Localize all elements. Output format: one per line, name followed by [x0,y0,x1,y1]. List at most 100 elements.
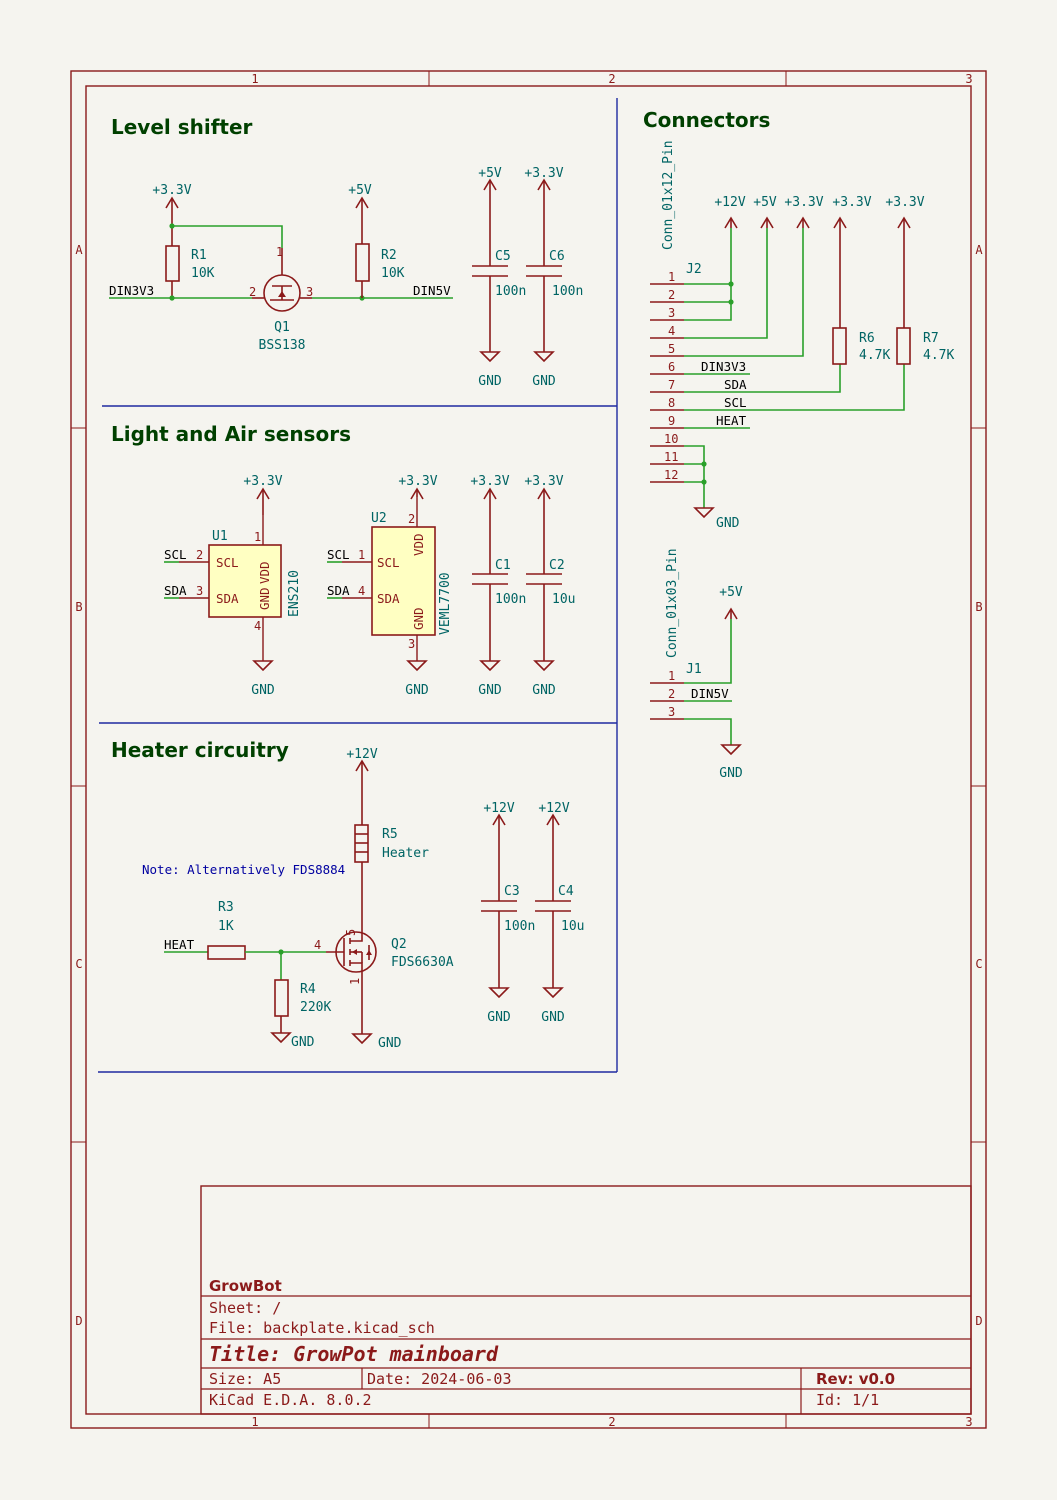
power-symbol-3v3: +3.3V [152,183,192,246]
value-label: 10u [561,919,584,934]
pin-name: GND [257,587,272,610]
resistor-r2: R2 10K [355,243,405,298]
title-block-company: GrowBot [209,1277,282,1295]
power-label: +5V [478,166,502,181]
title-block-title: Title: GrowPot mainboard [209,1342,499,1366]
pin-name: VDD [257,561,272,584]
frame-row-label: B [975,600,982,614]
net-label-din3v3: DIN3V3 [109,283,154,298]
title-block: GrowBot Sheet: / File: backplate.kicad_s… [200,1185,972,1415]
resistor-r1: R1 10K [165,245,215,298]
pin-name: SDA [377,591,400,606]
net-label-scl: SCL [327,547,350,562]
frame-col-label: 2 [608,1415,615,1429]
ic-u1: U1 ENS210 SCL SDA VDD GND 2 3 1 4 [179,515,302,661]
pin-number: 2 [408,512,415,526]
value-label: 100n [504,919,535,934]
frame-row-label: A [75,243,83,257]
frame-col-label: 1 [251,1415,258,1429]
pin-number: 5 [668,342,675,356]
power-label: +3.3V [152,183,191,198]
value-label: 10K [191,266,215,281]
frame-row-label: D [975,1314,982,1328]
ground-symbol: GND [693,507,740,531]
frame-col-label: 1 [251,72,258,86]
pin-number: 5 [344,929,358,936]
title-block-file: File: backplate.kicad_sch [209,1319,435,1337]
ref-label: R4 [300,982,316,997]
pin-number: 1 [254,530,261,544]
connector-j1-pins: 1 2 3 [650,669,684,720]
pin-number: 3 [306,285,313,299]
power-label: GND [532,683,556,698]
ground-symbol: GND [251,660,275,698]
resistor-r3: R3 1K [207,900,246,960]
pin-name: SDA [216,591,239,606]
power-symbol-5v: +5V [753,195,777,229]
resistor-r7: +3.3V R7 4.7K [885,195,954,365]
pin-number: 2 [668,687,675,701]
connector-j2-pins: 1 2 3 4 5 6 7 8 9 10 11 12 [650,270,684,483]
power-symbol-3v3: +3.3V [243,474,283,515]
pin-name: VDD [411,533,426,556]
capacitor-c4: +12V GND C4 10u [535,801,584,1025]
power-label: +3.3V [470,474,509,489]
pin-name: SCL [216,555,239,570]
value-label: 10K [381,266,405,281]
ref-label: R2 [381,248,397,263]
power-label: +3.3V [832,195,871,210]
value-label: 220K [300,1000,331,1015]
ref-label: C5 [495,249,511,264]
net-label-din5v: DIN5V [413,283,451,298]
power-label: +5V [348,183,372,198]
ref-label: R3 [218,900,234,915]
capacitor-c5: +5V GND C5 100n [472,166,526,389]
power-label: GND [532,374,556,389]
pin-number: 3 [196,584,203,598]
power-label: +3.3V [243,474,282,489]
value-label: FDS6630A [391,955,454,970]
ref-label: R6 [859,331,875,346]
power-label: GND [487,1010,511,1025]
pin-name: SCL [377,555,400,570]
value-label: 100n [552,284,583,299]
frame-col-label: 2 [608,72,615,86]
ref-label: R5 [382,827,398,842]
pin-number: 8 [668,396,675,410]
power-label: +12V [483,801,514,816]
pin-number: 3 [408,637,415,651]
ref-label: J1 [686,662,702,677]
ref-label: R7 [923,331,939,346]
title-block-sheet: Sheet: / [209,1299,281,1317]
power-label: GND [378,1036,402,1051]
pin-number: 2 [249,285,256,299]
mosfet-q2: 5 1 4 Q2 FDS6630A [314,925,454,985]
section-separators [98,98,618,1073]
pin-number: 7 [668,378,675,392]
ground-symbol: GND [719,744,743,781]
ref-label: C1 [495,558,511,573]
value-label: Heater [382,846,429,861]
net-label-sda: SDA [327,583,350,598]
power-label: +12V [346,747,377,762]
pin-number: 1 [276,245,283,259]
ref-label: C3 [504,884,520,899]
net-label-sda: SDA [724,377,747,392]
ref-label: C6 [549,249,565,264]
power-label: GND [405,683,429,698]
pin-number: 3 [668,705,675,719]
pin-number: 9 [668,414,675,428]
title-block-size: Size: A5 [209,1370,281,1388]
power-label: +3.3V [398,474,437,489]
pin-number: 1 [358,548,365,562]
pin-number: 4 [358,584,365,598]
value-label: ENS210 [287,570,302,617]
value-label: 4.7K [923,348,954,363]
capacitor-c2: +3.3V GND C2 10u [524,474,575,698]
ref-label: Conn_01x03_Pin [665,548,680,658]
sensors-circuit: U1 ENS210 SCL SDA VDD GND 2 3 1 4 SCL SD… [164,474,575,698]
value-label: 10u [552,592,575,607]
power-symbol-3v3: +3.3V [398,474,438,500]
power-label: GND [719,766,743,781]
frame-row-label: C [75,957,82,971]
